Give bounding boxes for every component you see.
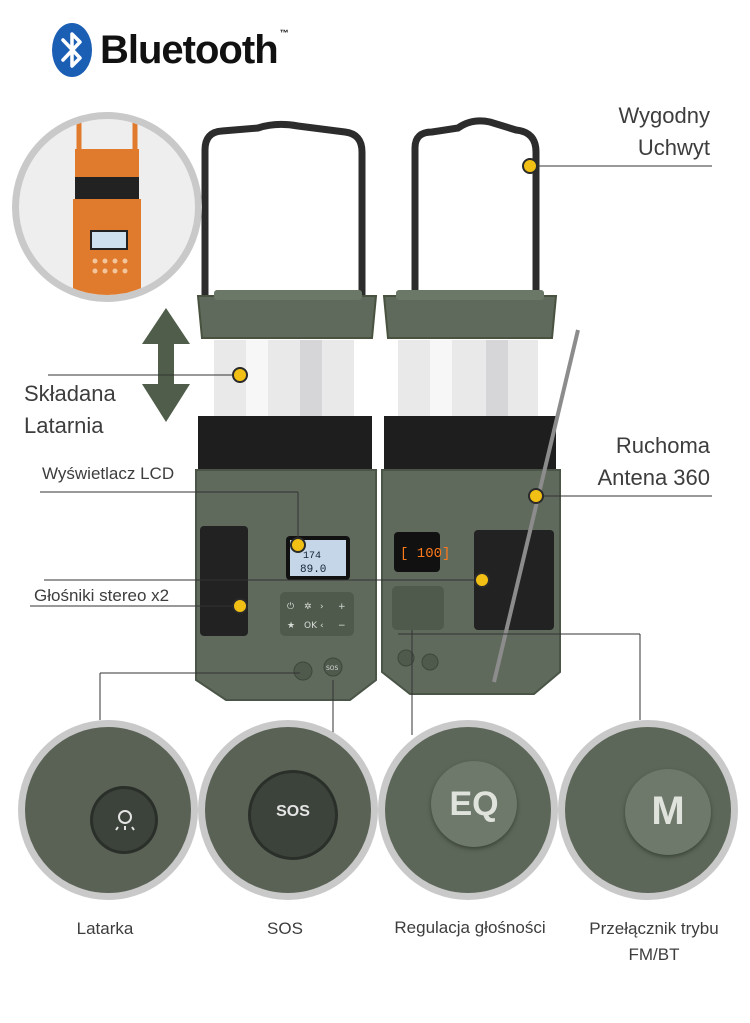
bluetooth-icon bbox=[52, 23, 92, 77]
left-top-cap bbox=[196, 295, 378, 339]
eq-button-zoom: EQ bbox=[378, 720, 558, 900]
svg-text:174: 174 bbox=[303, 551, 321, 562]
svg-text:+: + bbox=[338, 602, 346, 612]
sos-icon: SOS bbox=[276, 803, 310, 820]
left-speaker-grille bbox=[200, 526, 248, 636]
logo-text: Bluetooth bbox=[100, 28, 279, 72]
left-handle bbox=[201, 120, 366, 304]
lcd-label: Wyświetlacz LCD bbox=[42, 464, 175, 483]
flashlight-caption: Latarka bbox=[76, 919, 134, 938]
svg-text:›: › bbox=[320, 602, 324, 612]
mode-icon: M bbox=[651, 789, 685, 833]
svg-text:‹: ‹ bbox=[320, 621, 324, 631]
svg-text:−: − bbox=[338, 621, 346, 631]
fold-arrow-icon bbox=[142, 308, 190, 422]
eq-caption: Regulacja głośności bbox=[394, 918, 546, 937]
trademark: ™ bbox=[279, 28, 289, 38]
antenna bbox=[492, 329, 580, 683]
svg-text:[ 100]: [ 100] bbox=[400, 546, 450, 562]
svg-text:✲: ✲ bbox=[304, 602, 312, 612]
left-keypad bbox=[280, 592, 354, 636]
callout-dots bbox=[232, 158, 544, 614]
right-handle bbox=[411, 117, 540, 304]
flashlight-icon bbox=[115, 810, 135, 831]
sos-button-zoom: SOS bbox=[198, 720, 378, 900]
svg-text:⏻: ⏻ bbox=[287, 601, 294, 612]
left-collar bbox=[198, 416, 372, 470]
svg-text:★: ★ bbox=[287, 621, 295, 631]
speakers-label: Głośniki stereo x2 bbox=[34, 586, 170, 605]
svg-text:OK: OK bbox=[304, 621, 318, 631]
flashlight-button-zoom bbox=[18, 720, 198, 900]
svg-text:SOS: SOS bbox=[326, 665, 339, 672]
orange-lantern-inset bbox=[12, 112, 202, 302]
svg-text:89.0: 89.0 bbox=[300, 564, 326, 576]
eq-icon: EQ bbox=[449, 785, 499, 823]
sos-caption: SOS bbox=[267, 919, 303, 938]
mode-button-zoom: M bbox=[558, 720, 738, 900]
